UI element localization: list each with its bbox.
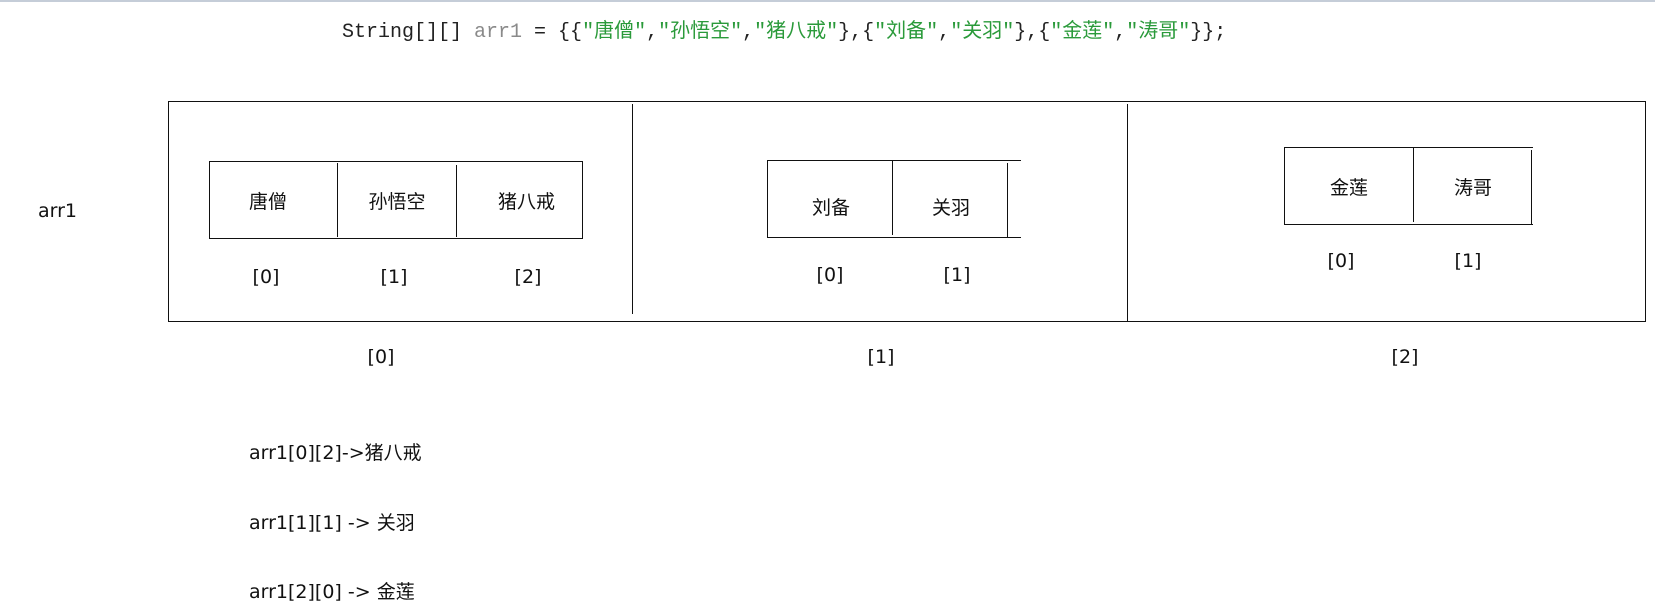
example-access: arr1[0][2]->猪八戒 <box>249 442 422 464</box>
cell-divider <box>1531 150 1532 224</box>
inner-index: [1] <box>380 266 408 288</box>
outer-index: [0] <box>367 346 395 368</box>
inner-index: [0] <box>252 266 280 288</box>
array-cell: 孙悟空 <box>338 162 456 238</box>
inner-index: [1] <box>943 264 971 286</box>
comma: , <box>742 21 755 44</box>
inner-array-0: 唐僧 孙悟空 猪八戒 <box>209 161 583 239</box>
cell-value: 金莲 <box>1329 176 1368 199</box>
string-literal: "唐僧" <box>582 21 647 44</box>
group-separator: },{ <box>1014 21 1051 44</box>
string-literal: "猪八戒" <box>754 21 839 44</box>
string-literal: "金莲" <box>1050 21 1115 44</box>
cell-divider <box>1007 163 1008 237</box>
string-literal: "孙悟空" <box>658 21 743 44</box>
code-end: }}; <box>1190 21 1227 44</box>
comma: , <box>646 21 659 44</box>
string-literal: "涛哥" <box>1126 21 1191 44</box>
array-cell: 猪八戒 <box>457 162 582 238</box>
comma: , <box>1114 21 1127 44</box>
variable-name: arr1 <box>474 21 523 44</box>
outer-divider-2 <box>1127 104 1128 321</box>
inner-index: [2] <box>514 266 542 288</box>
inner-index: [0] <box>816 264 844 286</box>
outer-divider-1 <box>632 104 633 314</box>
inner-index: [1] <box>1454 250 1482 272</box>
group-separator: },{ <box>838 21 875 44</box>
inner-array-1: 刘备 关羽 <box>767 160 1021 238</box>
array-cell: 关羽 <box>894 161 1008 237</box>
cell-value: 唐僧 <box>248 190 287 213</box>
cell-divider <box>892 161 893 235</box>
inner-index: [0] <box>1327 250 1355 272</box>
assign-op: = {{ <box>522 21 583 44</box>
code-declaration: String[][] arr1 = {{"唐僧","孙悟空","猪八戒"},{"… <box>342 20 1226 46</box>
cell-divider <box>337 163 338 237</box>
array-cell: 刘备 <box>768 161 894 237</box>
outer-array-box <box>168 101 1646 322</box>
inner-array-2: 金莲 涛哥 <box>1284 147 1533 225</box>
string-literal: "关羽" <box>950 21 1015 44</box>
array-cell: 金莲 <box>1285 148 1413 224</box>
cell-divider <box>1413 148 1414 222</box>
array-label: arr1 <box>38 200 78 222</box>
outer-index: [1] <box>867 346 895 368</box>
type-decl: String[][] <box>342 21 475 44</box>
cell-value: 孙悟空 <box>368 190 426 213</box>
cell-value: 关羽 <box>931 196 970 219</box>
array-cell: 唐僧 <box>210 162 338 238</box>
comma: , <box>938 21 951 44</box>
cell-value: 涛哥 <box>1453 176 1492 199</box>
string-literal: "刘备" <box>874 21 939 44</box>
example-access: arr1[2][0] -> 金莲 <box>249 581 415 603</box>
cell-value: 猪八戒 <box>497 190 555 213</box>
cell-divider <box>456 165 457 237</box>
outer-index: [2] <box>1391 346 1419 368</box>
example-access: arr1[1][1] -> 关羽 <box>249 512 415 534</box>
cell-value: 刘备 <box>811 196 850 219</box>
array-cell: 涛哥 <box>1414 148 1532 224</box>
top-border <box>0 0 1655 2</box>
